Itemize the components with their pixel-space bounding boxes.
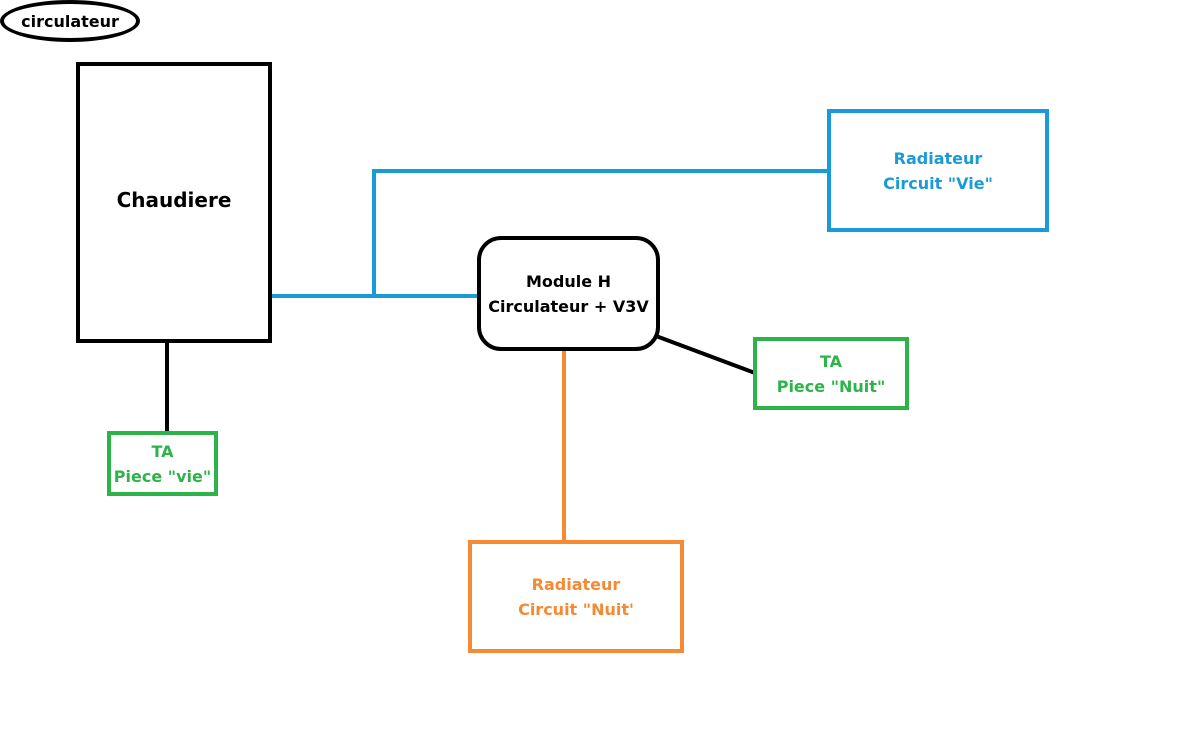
- radiateur-nuit-title: Radiateur: [531, 574, 621, 594]
- chaudiere-box: [76, 62, 272, 343]
- radiateur-vie-subtitle: Circuit "Vie": [883, 173, 993, 193]
- ta-vie-subtitle: Piece "vie": [113, 466, 212, 486]
- radiateur-vie-title: Radiateur: [893, 148, 983, 168]
- ta-nuit-title: TA: [819, 351, 843, 371]
- circulateur-node: circulateur: [0, 0, 140, 42]
- circulateur-label: circulateur: [21, 11, 119, 31]
- module-h-subtitle: Circulateur + V3V: [488, 296, 649, 316]
- ta-vie-title: TA: [151, 441, 174, 461]
- chaudiere-title: Chaudiere: [116, 188, 232, 212]
- module-h-box: Module H Circulateur + V3V: [477, 236, 660, 351]
- wire-module-to-ta-nuit: [655, 334, 756, 375]
- radiateur-nuit-box: Radiateur Circuit "Nuit': [468, 540, 684, 653]
- module-h-title: Module H: [525, 271, 612, 291]
- ta-nuit-subtitle: Piece "Nuit": [776, 376, 886, 396]
- radiateur-nuit-subtitle: Circuit "Nuit': [518, 599, 634, 619]
- ta-nuit-box: TA Piece "Nuit": [753, 337, 909, 410]
- radiateur-vie-box: Radiateur Circuit "Vie": [827, 109, 1049, 232]
- ta-vie-box: TA Piece "vie": [107, 431, 218, 496]
